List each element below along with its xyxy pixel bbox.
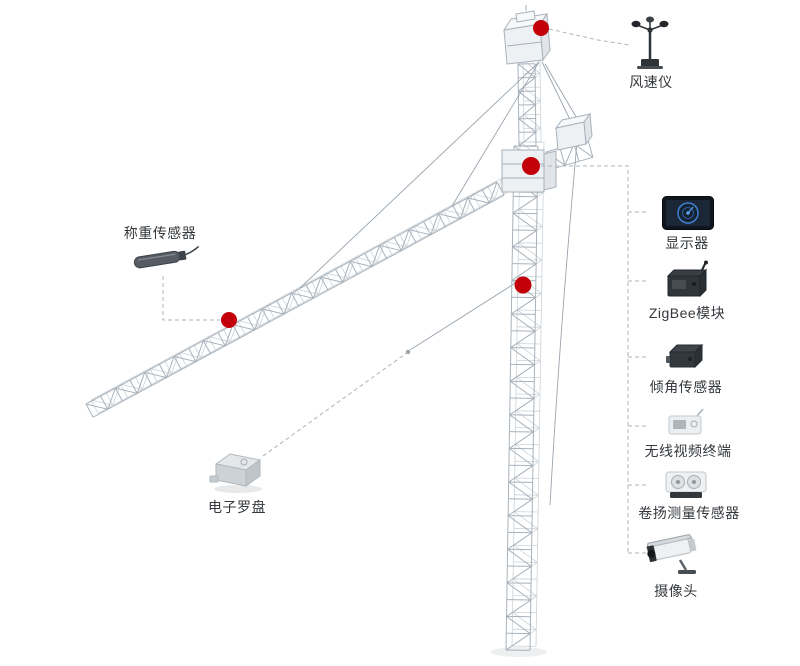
marker-tower-mid bbox=[514, 276, 532, 294]
marker-jib-load bbox=[221, 312, 237, 328]
connector-right-panel bbox=[541, 165, 629, 553]
wireless-video-terminal-icon bbox=[666, 408, 706, 440]
zigbee-module-label: ZigBee模块 bbox=[648, 305, 726, 321]
hoist-measure-sensor-icon bbox=[662, 466, 710, 502]
wireless-video-terminal-label: 无线视频终端 bbox=[644, 443, 732, 459]
anemometer-label: 风速仪 bbox=[629, 74, 673, 90]
connector-compass bbox=[262, 351, 409, 457]
zigbee-module-icon bbox=[664, 260, 710, 298]
weight-sensor-icon bbox=[124, 240, 204, 276]
tilt-sensor-icon bbox=[666, 340, 706, 372]
compass-icon bbox=[206, 448, 270, 494]
anemometer-icon bbox=[624, 16, 676, 70]
marker-jib-root bbox=[522, 157, 540, 175]
hoist-measure-sensor-label: 卷扬测量传感器 bbox=[638, 505, 740, 521]
weight-sensor-label: 称重传感器 bbox=[123, 225, 197, 241]
display-icon bbox=[662, 196, 714, 230]
camera-icon bbox=[646, 530, 702, 576]
compass-label: 电子罗盘 bbox=[208, 499, 266, 515]
camera-label: 摄像头 bbox=[654, 583, 698, 599]
marker-anemometer bbox=[533, 20, 549, 36]
tilt-sensor-label: 倾角传感器 bbox=[649, 379, 723, 395]
connector-anemometer bbox=[548, 28, 630, 46]
display-label: 显示器 bbox=[665, 235, 709, 251]
connector-weight-sensor bbox=[162, 276, 220, 321]
